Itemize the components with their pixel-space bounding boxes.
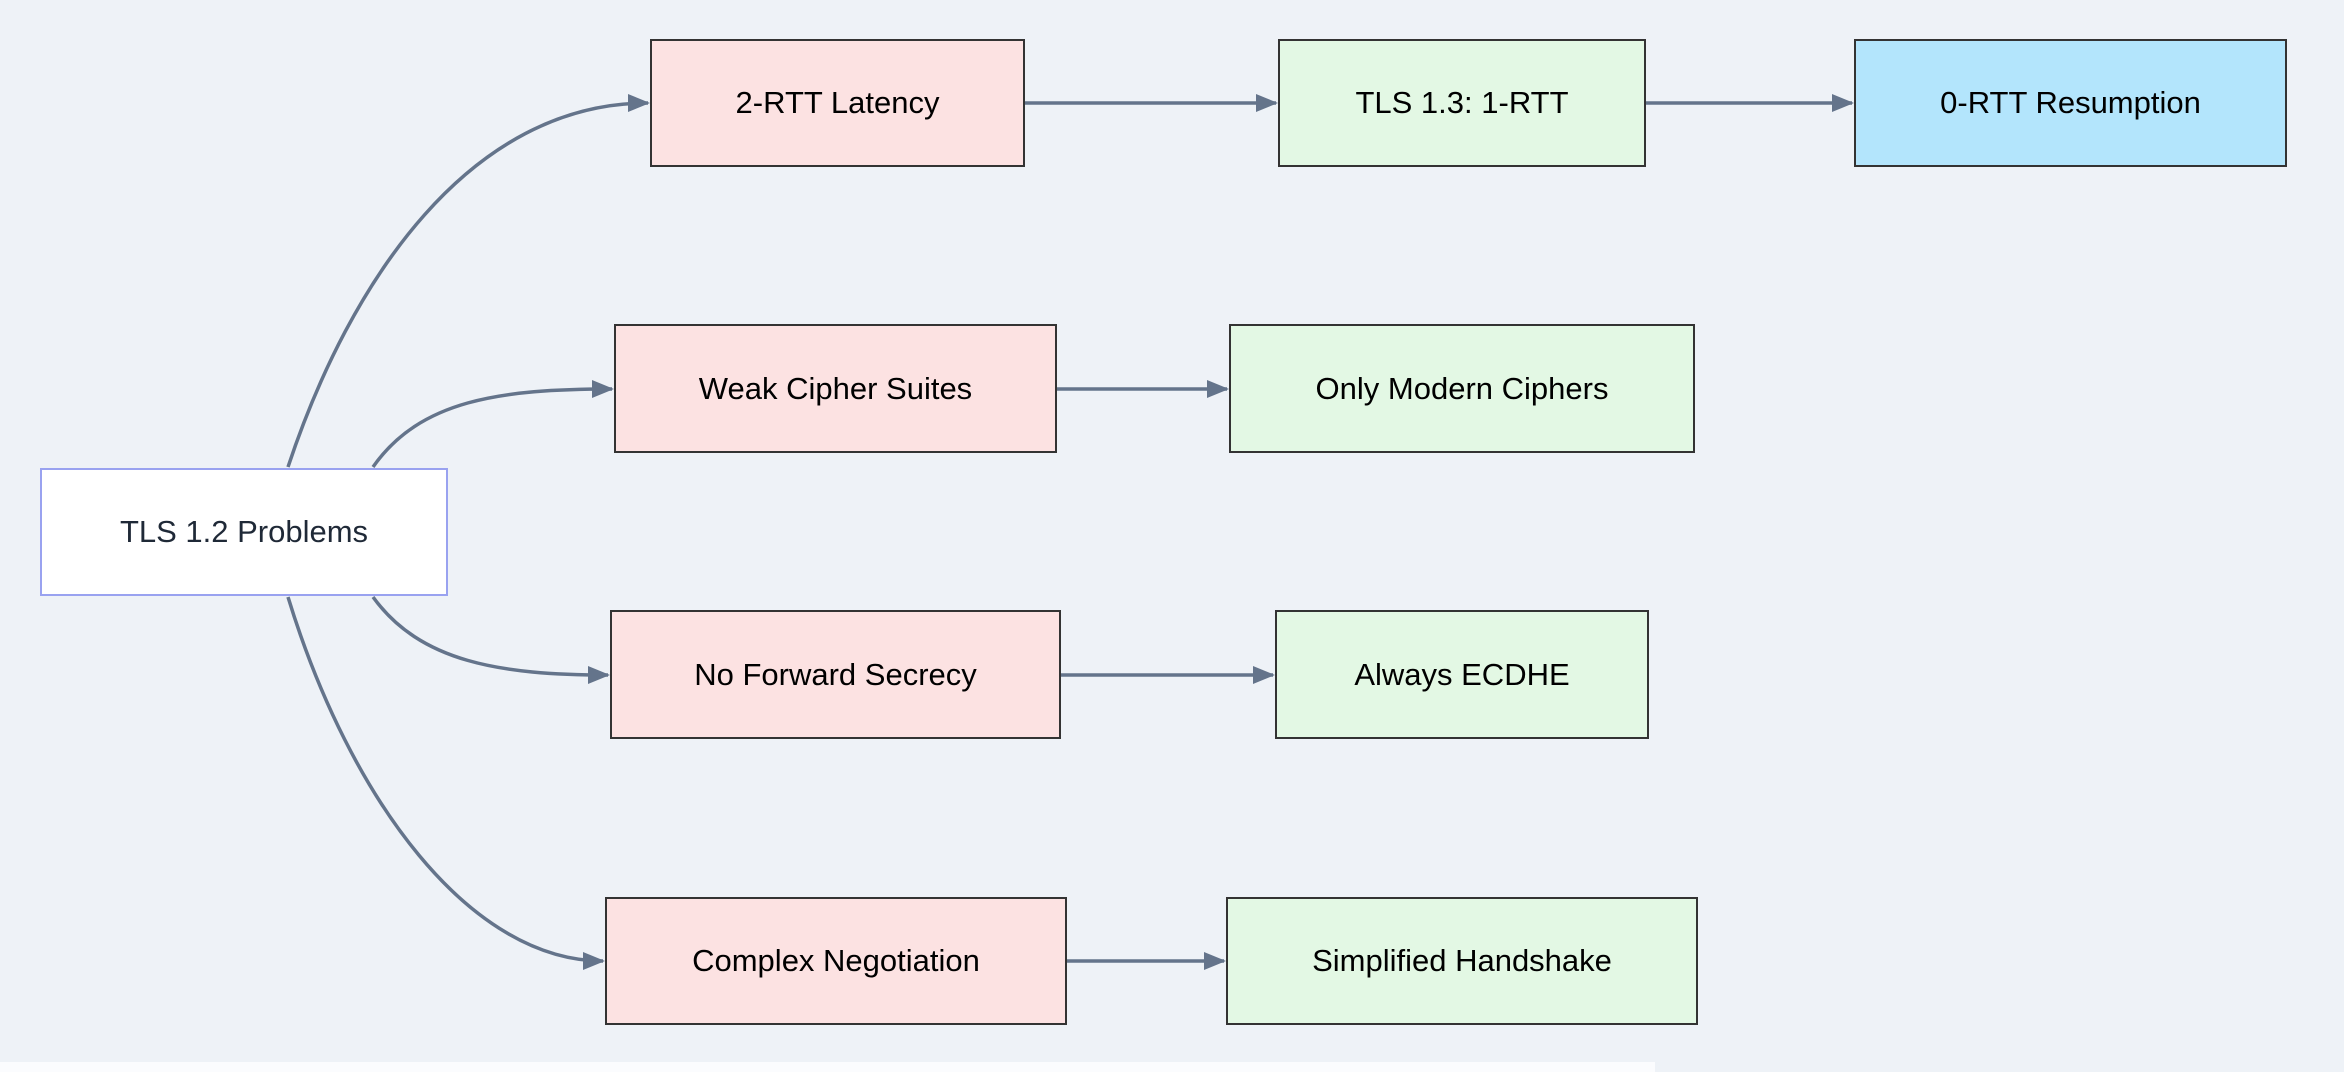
node-label: 2-RTT Latency [735, 85, 940, 121]
node-always-ecdhe: Always ECDHE [1275, 610, 1649, 739]
node-tls-12-problems: TLS 1.2 Problems [40, 468, 448, 596]
node-label: Only Modern Ciphers [1315, 370, 1609, 406]
node-label: TLS 1.2 Problems [119, 514, 369, 550]
node-only-modern-ciphers: Only Modern Ciphers [1229, 324, 1695, 453]
edge-root-weak [371, 380, 614, 469]
edge-root-nofs [371, 595, 610, 684]
node-label: TLS 1.3: 1-RTT [1355, 85, 1569, 121]
node-complex-negotiation: Complex Negotiation [605, 897, 1067, 1025]
node-label: Simplified Handshake [1312, 943, 1612, 979]
node-0-rtt-resumption: 0-RTT Resumption [1854, 39, 2287, 167]
node-tls-13-1-rtt: TLS 1.3: 1-RTT [1278, 39, 1646, 167]
canvas-edge-strip [0, 1062, 1655, 1072]
node-label: Weak Cipher Suites [698, 370, 973, 406]
node-weak-cipher-suites: Weak Cipher Suites [614, 324, 1057, 453]
node-label: No Forward Secrecy [694, 656, 977, 692]
node-no-forward-secrecy: No Forward Secrecy [610, 610, 1061, 739]
node-simplified-handshake: Simplified Handshake [1226, 897, 1698, 1025]
node-label: Always ECDHE [1354, 656, 1570, 692]
node-2-rtt-latency: 2-RTT Latency [650, 39, 1025, 167]
edge-root-latency [286, 94, 650, 468]
edge-root-complex [286, 596, 605, 970]
node-label: 0-RTT Resumption [1940, 85, 2201, 121]
node-label: Complex Negotiation [692, 943, 980, 979]
